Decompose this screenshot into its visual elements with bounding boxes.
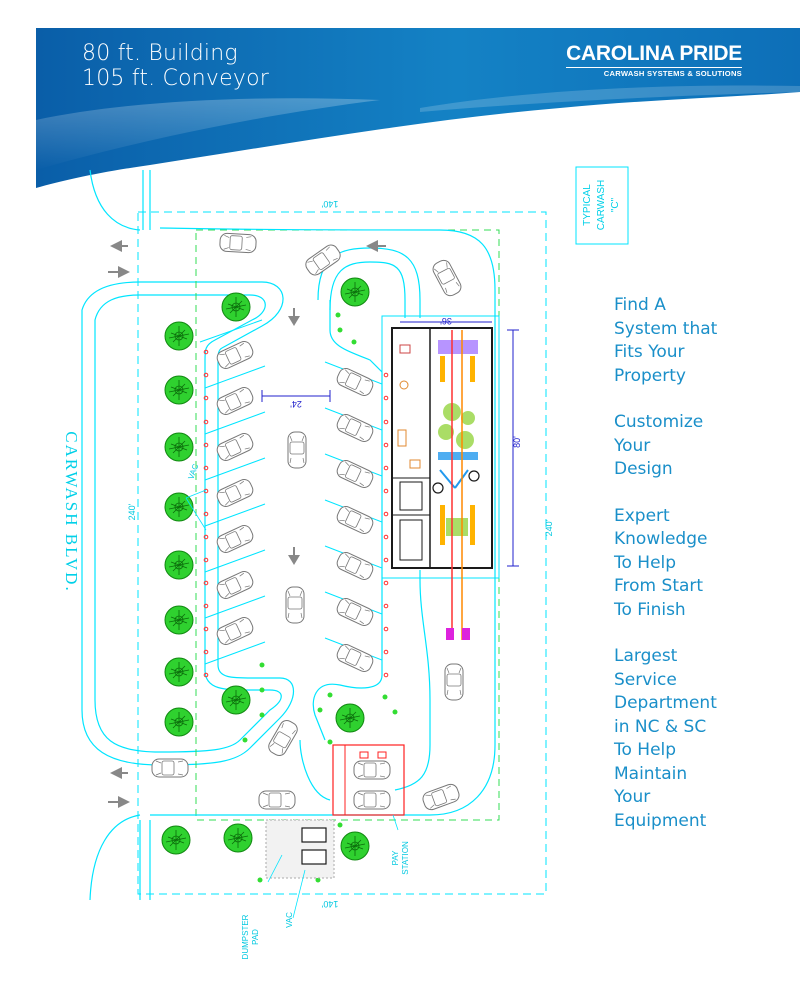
header-wave-graphic <box>36 28 800 188</box>
vac-label-bottom: VAC <box>285 912 294 928</box>
property-boundary <box>137 211 547 895</box>
dumpster-label-line-1: DUMPSTER <box>241 914 250 959</box>
vac-label-left: VAC <box>186 462 200 480</box>
shrubs <box>242 312 398 883</box>
stamp-line-3: "C" <box>610 197 621 212</box>
header-banner: 80 ft. Building 105 ft. Conveyor CAROLIN… <box>0 0 800 200</box>
feature-item-fit: Find A System that Fits Your Property <box>614 295 718 386</box>
street-lines <box>81 169 294 901</box>
feature-item-expert: Expert Knowledge To Help From Start To F… <box>614 505 708 620</box>
stamp-line-1: TYPICAL <box>582 184 593 226</box>
brand-name: CAROLINA PRIDE <box>566 42 742 65</box>
traffic-arrows <box>108 240 386 808</box>
carwash-building <box>381 315 500 640</box>
pay-label-line-2: STATION <box>401 841 410 875</box>
brand-divider <box>566 67 742 68</box>
building-dimensions: 36' 80' <box>400 316 522 567</box>
feature-list: Find A System that Fits Your Property Cu… <box>614 294 794 856</box>
stamp-line-2: CARWASH <box>596 180 607 231</box>
dim-top-label: 140' <box>321 199 338 209</box>
parking-stalls-left <box>199 319 266 665</box>
street-name-label: CARWASH BLVD. <box>62 431 81 592</box>
building-length-label: 80' <box>512 436 522 448</box>
dumpster-label-line-2: PAD <box>251 929 260 945</box>
brand-logo: CAROLINA PRIDE CARWASH SYSTEMS & SOLUTIO… <box>566 42 742 78</box>
lane-dimension: 24' <box>261 390 331 409</box>
landscape-trees <box>161 277 370 861</box>
lot-boundary <box>195 229 500 821</box>
dim-left-label: 240' <box>127 503 137 520</box>
page-title-building: 80 ft. Building <box>82 41 238 66</box>
feature-item-service: Largest Service Department in NC & SC To… <box>614 646 717 831</box>
page-title-conveyor: 105 ft. Conveyor <box>82 66 269 91</box>
lane-dimension-label: 24' <box>290 399 302 409</box>
dumpster-vac-island: DUMPSTER PAD VAC <box>241 819 335 959</box>
dim-bottom-label: 140' <box>321 899 338 909</box>
drive-lanes <box>150 227 496 816</box>
building-width-label: 36' <box>440 316 452 326</box>
typical-carwash-stamp: TYPICAL CARWASH "C" <box>575 166 629 245</box>
dim-right-label: 240' <box>544 519 554 536</box>
brand-tagline: CARWASH SYSTEMS & SOLUTIONS <box>603 69 742 78</box>
vacuum-posts <box>203 349 389 678</box>
pay-label-line-1: PAY <box>391 850 400 865</box>
pay-station: PAY STATION <box>332 744 410 875</box>
feature-item-customize: Customize Your Design <box>614 412 704 479</box>
vac-label-left-group: VAC <box>185 462 207 531</box>
